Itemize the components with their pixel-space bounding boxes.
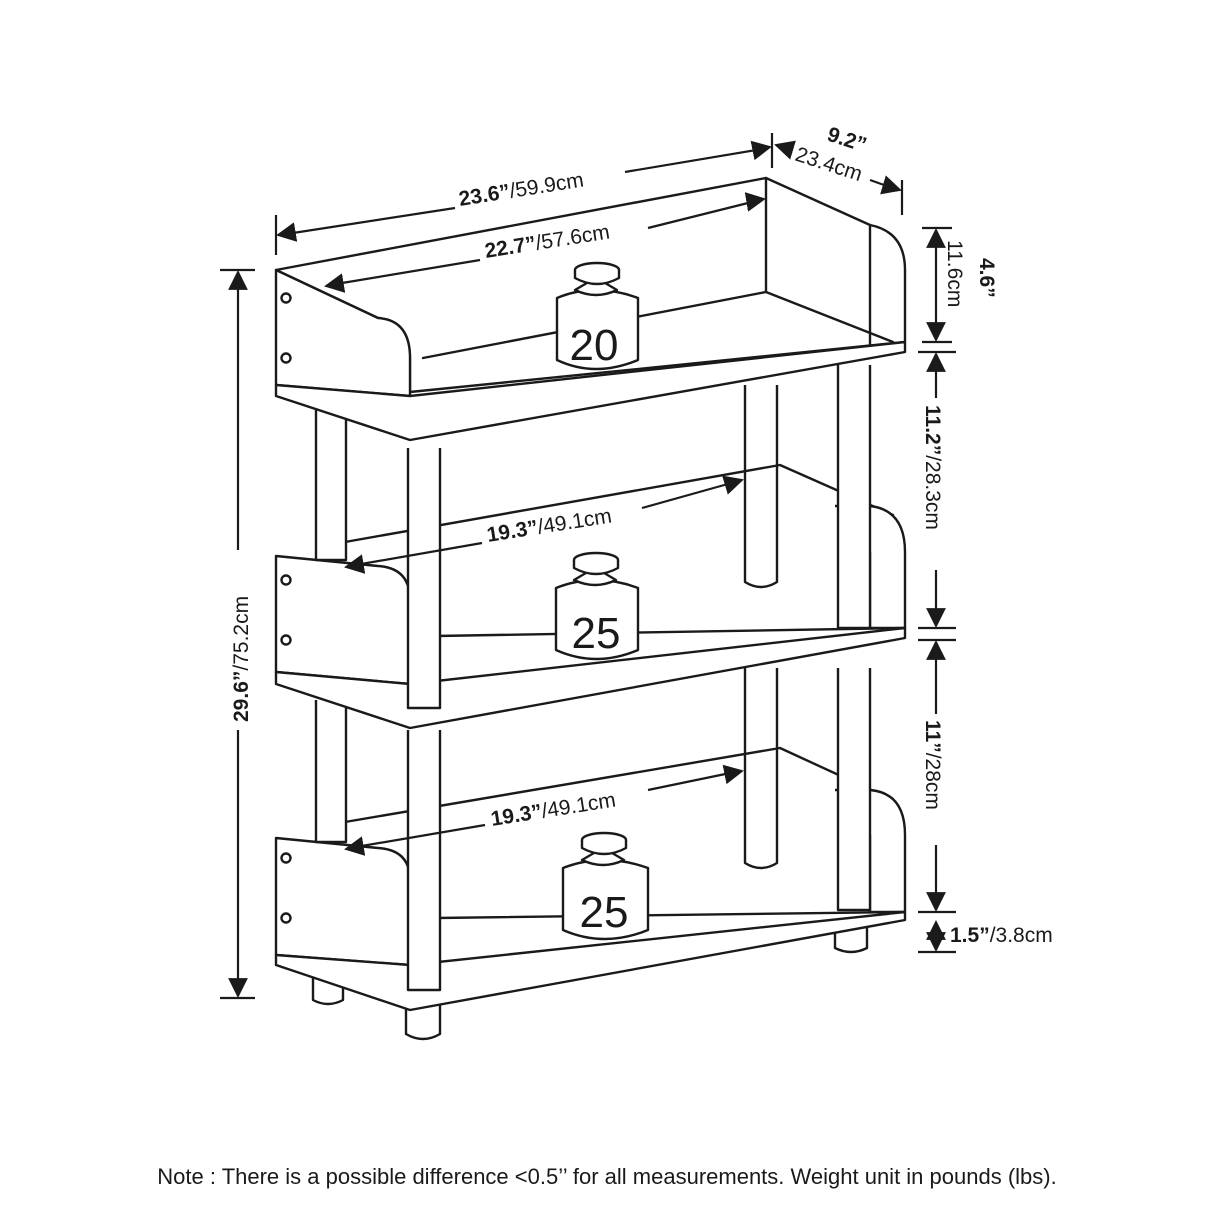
dim-inner-width-low-bold: 19.3” [489,800,543,831]
dim-shelf-gap-upper-bold: 11.2” [921,405,944,455]
dim-shelf-gap-lower-bold: 11” [921,720,944,753]
svg-text:11.2”/28.3cm: 11.2”/28.3cm [921,405,944,530]
front-posts-lower [314,668,872,992]
dim-foot-height-rest: /3.8cm [990,924,1053,947]
dim-overall-height-rest: /75.2cm [230,596,253,671]
weight-bottom: 25 [561,831,650,941]
measurement-note: Note : There is a possible difference <0… [157,1164,1057,1189]
dim-top-board-height: 11.6cm 4.6” [922,226,998,344]
dim-top-board-height-rest: 11.6cm [943,240,966,307]
dim-inner-width-mid-rest: /49.1cm [536,504,613,538]
dim-overall-width-bold: 23.6” [457,180,511,211]
dim-shelf-gap-upper: 11.2”/28.3cm [918,350,956,630]
dim-shelf-gap-upper-rest: /28.3cm [921,455,944,530]
dim-inner-width-mid: 19.3”/49.1cm [344,475,744,574]
dim-depth-bold: 9.2” [824,123,869,157]
dim-top-board-height-bold: 4.6” [975,258,998,298]
weight-middle: 25 [554,551,640,661]
dim-inner-width-low-rest: /49.1cm [540,788,617,822]
back-posts [743,385,779,870]
dim-shelf-gap-lower-rest: /28cm [921,753,944,810]
dim-overall-height: 29.6”/75.2cm [220,268,255,1000]
svg-text:29.6”/75.2cm: 29.6”/75.2cm [230,596,253,722]
dim-overall-height-bold: 29.6” [230,671,253,722]
weight-middle-label: 25 [572,609,621,658]
svg-text:1.5”/3.8cm: 1.5”/3.8cm [950,924,1053,947]
svg-text:23.6”/59.9cm: 23.6”/59.9cm [457,168,585,210]
dim-foot-height: 1.5”/3.8cm [918,920,1053,954]
svg-text:11”/28cm: 11”/28cm [921,720,944,810]
dim-inner-width-mid-bold: 19.3” [485,516,539,547]
dim-shelf-gap-lower: 11”/28cm [918,638,956,914]
dim-inner-width-low: 19.3”/49.1cm [344,764,744,856]
dim-overall-width-rest: /59.9cm [508,168,585,202]
weight-top: 20 [555,261,640,371]
weight-top-label: 20 [570,321,619,370]
svg-text:19.3”/49.1cm: 19.3”/49.1cm [485,504,613,546]
front-posts-upper [314,365,872,710]
dim-foot-height-bold: 1.5” [950,924,990,947]
weight-bottom-label: 25 [580,888,629,937]
